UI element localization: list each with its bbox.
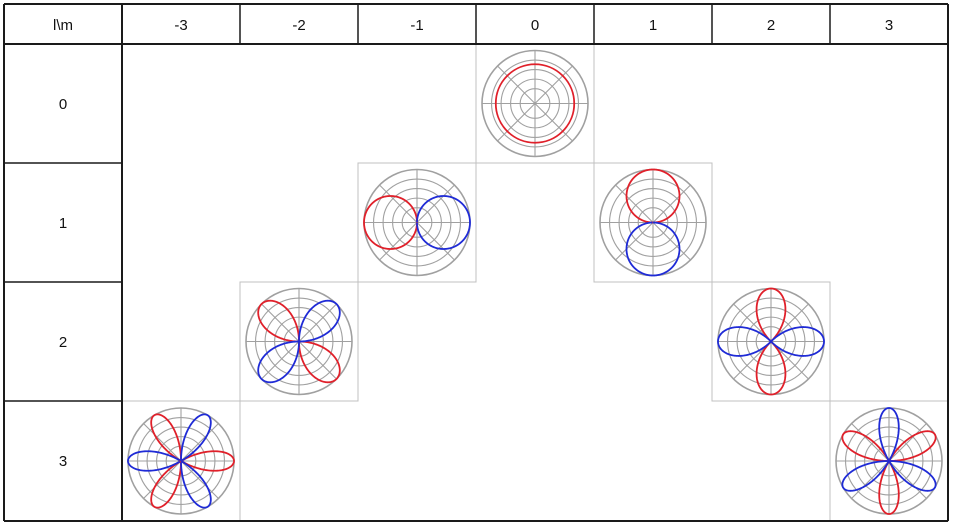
plot-cell-border xyxy=(593,162,713,283)
polar-plot-l3-m-3 xyxy=(127,407,235,515)
negative-lobe xyxy=(127,413,212,509)
positive-lobe xyxy=(363,195,418,250)
col-header-m-0: 0 xyxy=(531,17,539,34)
plot-cell-border xyxy=(357,162,477,283)
negative-lobe xyxy=(625,221,681,277)
polar-plots xyxy=(121,43,949,522)
polar-grid-spoke xyxy=(497,65,573,142)
polar-plot-l1-m1 xyxy=(599,168,707,277)
row-header-l-1: 1 xyxy=(59,215,67,232)
plot-cell-border xyxy=(239,281,359,402)
negative-lobe xyxy=(717,326,825,357)
positive-lobe xyxy=(257,299,341,384)
polar-plot-l0-m0 xyxy=(481,49,589,158)
row-header-l-0: 0 xyxy=(59,96,67,113)
polar-plot-l3-m3 xyxy=(835,407,943,515)
positive-lobe xyxy=(841,430,937,515)
negative-lobe xyxy=(841,407,937,492)
positive-lobe xyxy=(625,168,681,224)
corner-label: l\m xyxy=(53,17,73,34)
negative-lobe xyxy=(416,195,471,250)
table-gridlines xyxy=(3,3,949,522)
polar-plot-l1-m-1 xyxy=(363,168,471,277)
col-header-m-neg1: -1 xyxy=(410,17,423,34)
plot-cell-border xyxy=(711,281,831,402)
col-header-m-neg2: -2 xyxy=(292,17,305,34)
positive-lobe xyxy=(494,63,576,144)
col-header-m-2: 2 xyxy=(767,17,775,34)
negative-lobe xyxy=(257,299,341,384)
row-header-l-2: 2 xyxy=(59,334,67,351)
positive-lobe xyxy=(755,287,787,396)
row-header-l-3: 3 xyxy=(59,453,67,470)
col-header-m-1: 1 xyxy=(649,17,657,34)
col-header-m-neg3: -3 xyxy=(174,17,187,34)
polar-plot-l2-m2 xyxy=(717,287,825,396)
positive-lobe xyxy=(150,413,235,509)
polar-plot-l2-m-2 xyxy=(245,287,353,396)
col-header-m-3: 3 xyxy=(885,17,893,34)
